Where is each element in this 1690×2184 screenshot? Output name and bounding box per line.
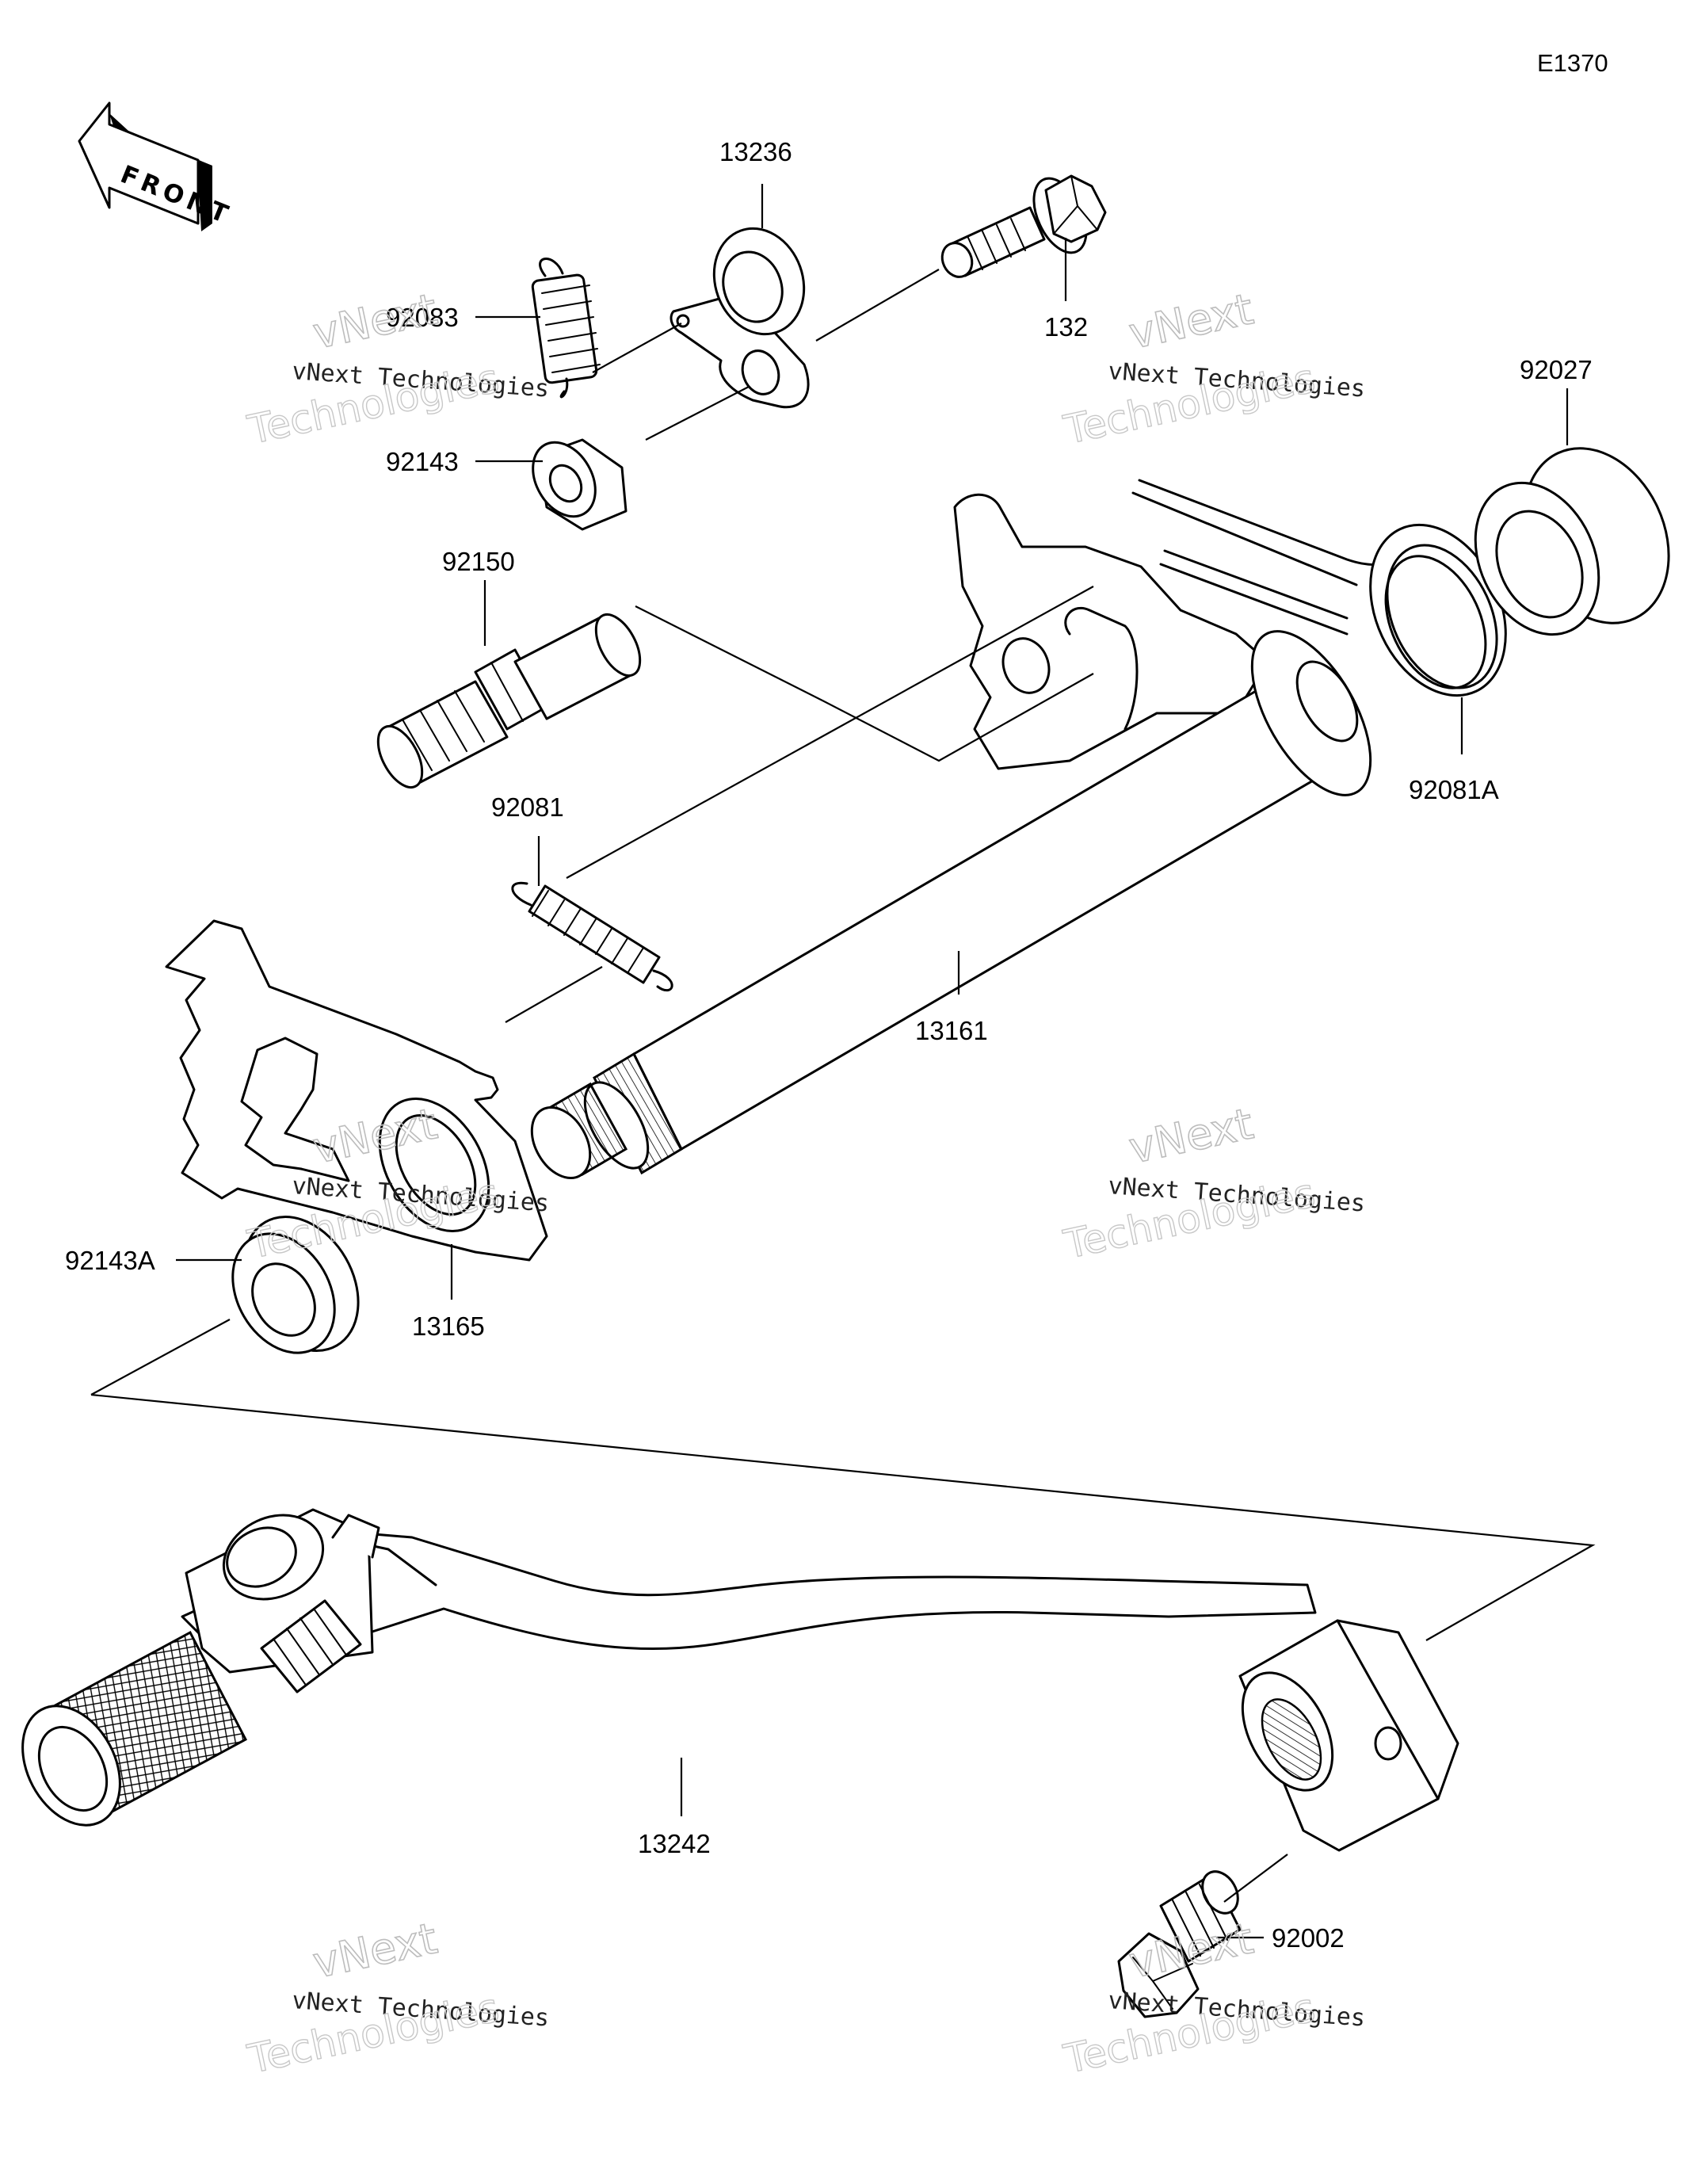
collar-92143 xyxy=(532,438,628,531)
spring-92083 xyxy=(531,258,601,399)
watermark-2: vNext vNext Technologies Technologies xyxy=(1059,283,1366,453)
part-label-92143: 92143 xyxy=(386,447,459,476)
part-label-13161: 13161 xyxy=(915,1016,988,1045)
callout-leaders xyxy=(176,184,1569,1939)
watermark-4: vNext vNext Technologies Technologies xyxy=(1059,1098,1366,1268)
spring-92081 xyxy=(511,881,673,992)
collar-92027 xyxy=(1474,447,1670,636)
part-label-92150: 92150 xyxy=(442,547,515,576)
bolt-132 xyxy=(940,174,1107,278)
front-arrow-icon: FRONT xyxy=(78,101,236,231)
shift-shaft-13161 xyxy=(530,493,1372,1180)
watermark-1: vNext vNext Technologies Technologies xyxy=(243,283,550,453)
part-label-92081: 92081 xyxy=(491,792,564,822)
part-label-92081A: 92081A xyxy=(1409,775,1499,804)
assembly-lines xyxy=(90,269,1596,1903)
part-label-13165: 13165 xyxy=(412,1312,485,1341)
part-labels: 13236 92083 132 92143 92027 92150 92081A… xyxy=(65,137,1593,1953)
collar-92143A xyxy=(231,1216,360,1354)
svg-text:vNext: vNext xyxy=(309,284,441,358)
shift-pedal-13242 xyxy=(21,1508,1459,1852)
svg-text:vNext: vNext xyxy=(1125,284,1257,358)
return-spring-92081A xyxy=(1131,479,1507,697)
part-label-13242: 13242 xyxy=(638,1829,711,1858)
diagram-code: E1370 xyxy=(1537,49,1608,77)
part-label-92083: 92083 xyxy=(386,303,459,332)
svg-text:vNext: vNext xyxy=(1125,1098,1257,1173)
part-label-132: 132 xyxy=(1044,312,1088,342)
bolt-92002 xyxy=(1117,1870,1242,2018)
part-label-92002: 92002 xyxy=(1272,1923,1345,1953)
pin-92150 xyxy=(376,613,642,788)
part-label-92027: 92027 xyxy=(1520,355,1593,384)
part-label-92143A: 92143A xyxy=(65,1246,155,1275)
shift-mechanism-13165 xyxy=(165,919,548,1262)
watermark-5: vNext vNext Technologies Technologies xyxy=(243,1912,550,2083)
svg-text:vNext: vNext xyxy=(309,1913,441,1987)
part-label-13236: 13236 xyxy=(719,137,792,166)
shift-lever-13236 xyxy=(670,227,810,409)
